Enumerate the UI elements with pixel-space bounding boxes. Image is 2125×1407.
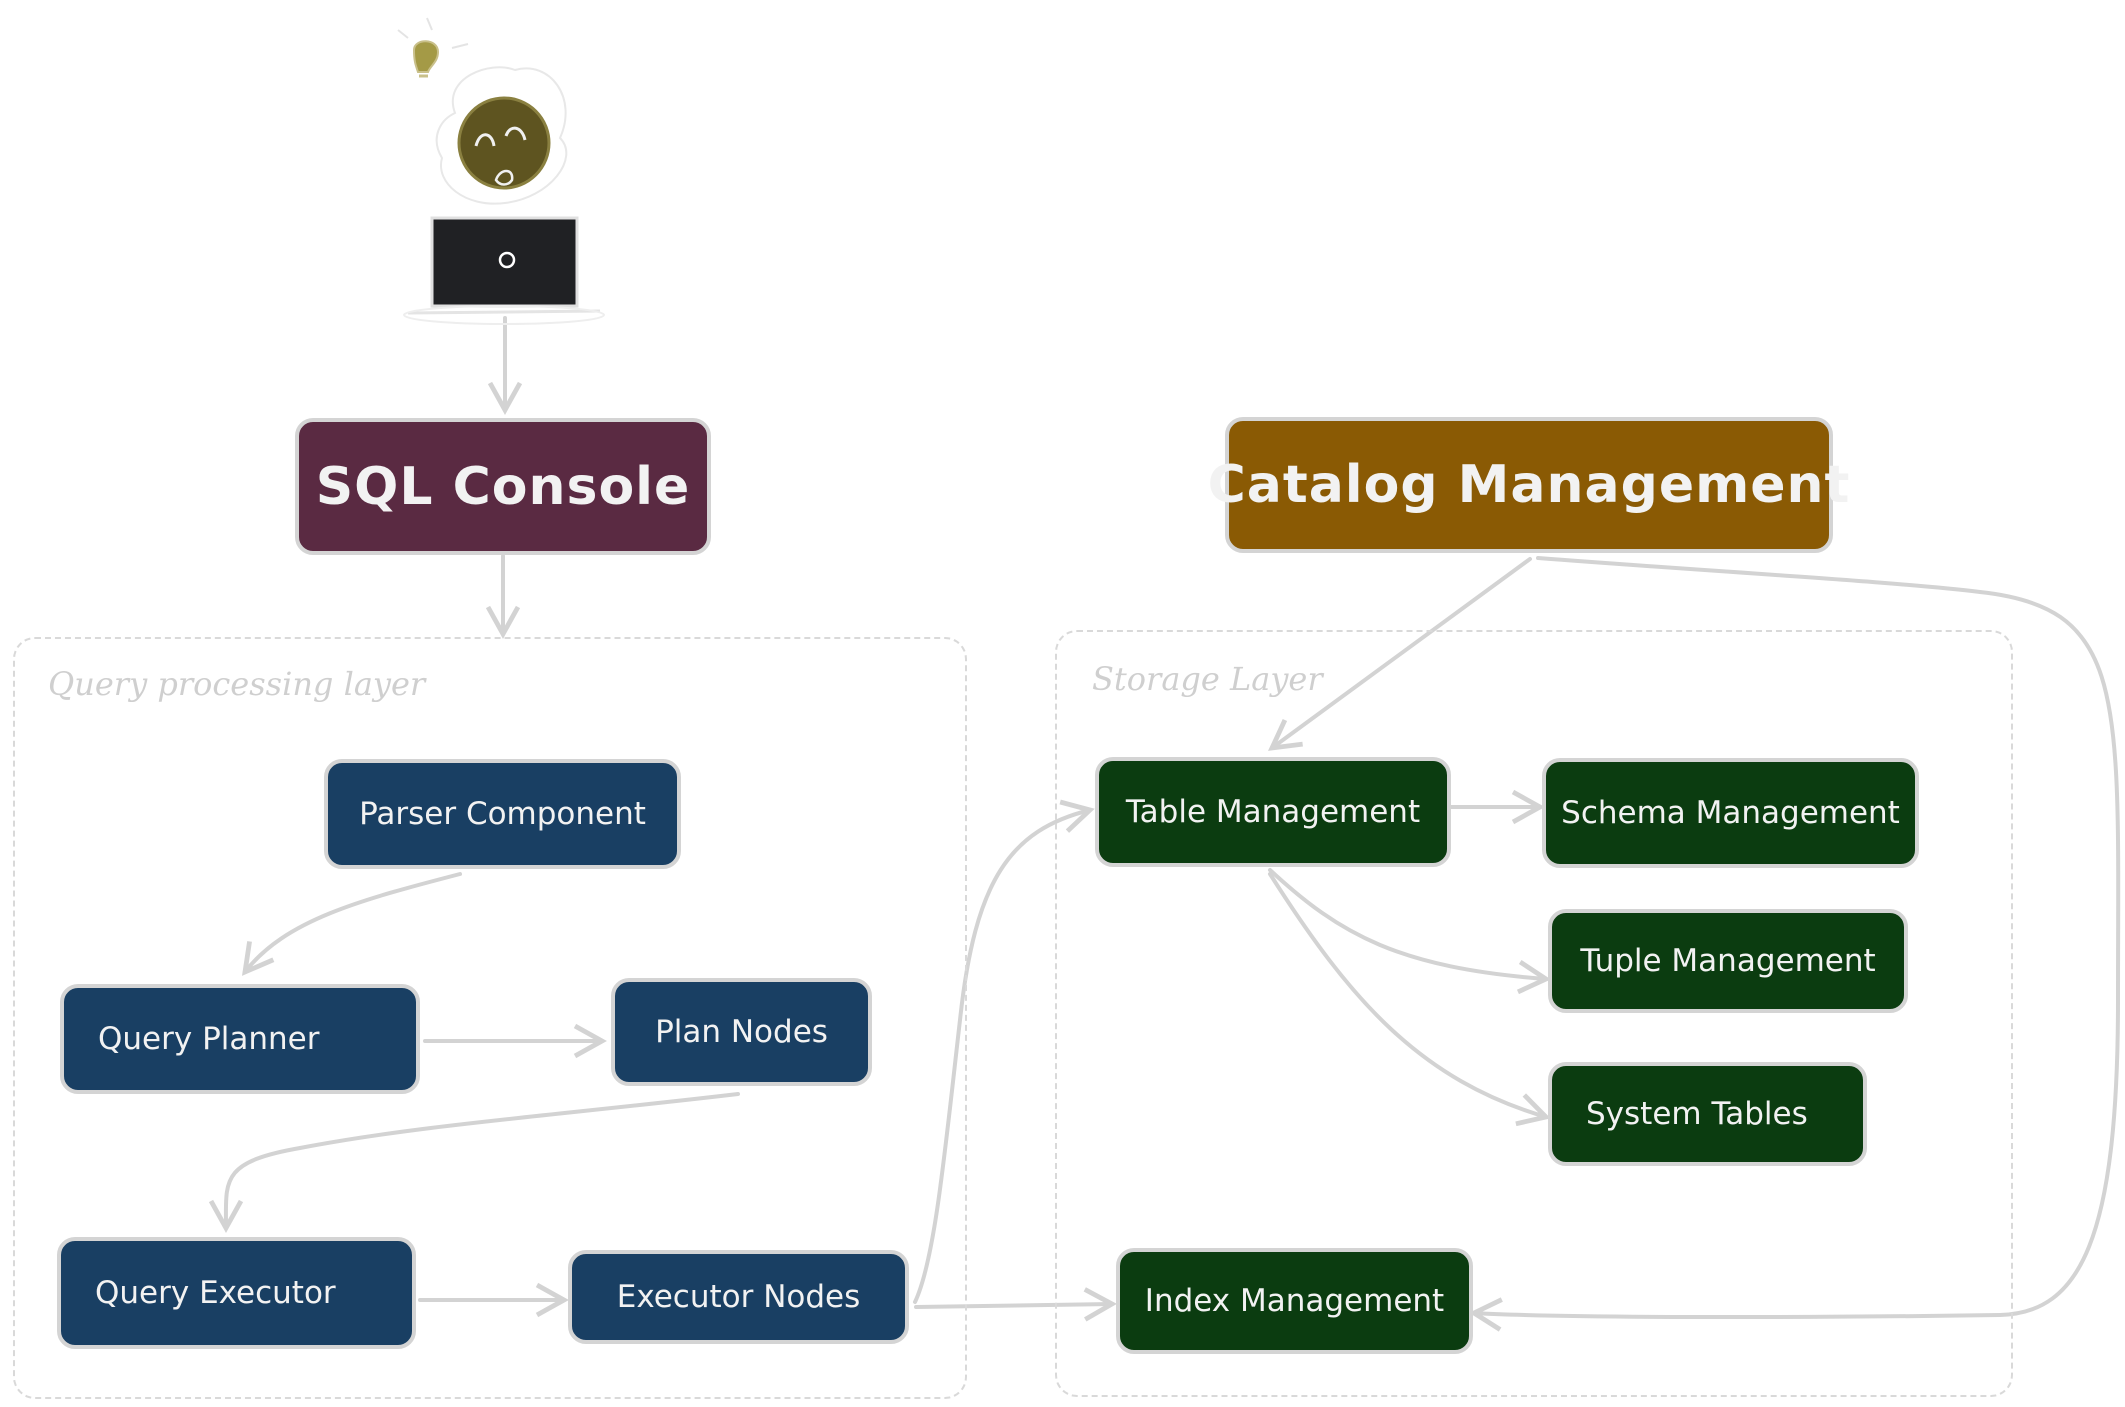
system-tables-label: System Tables (1586, 1096, 1808, 1132)
table-management-node[interactable]: Table Management (1095, 757, 1451, 867)
parser-component-node[interactable]: Parser Component (324, 759, 681, 869)
edge-executor-nodes-to-index-management (914, 1287, 1117, 1322)
schema-management-node[interactable]: Schema Management (1542, 758, 1919, 868)
executor-nodes-node[interactable]: Executor Nodes (568, 1250, 909, 1344)
tuple-management-node[interactable]: Tuple Management (1548, 909, 1908, 1013)
query-processing-layer-label: Query processing layer (48, 665, 426, 703)
query-processing-layer (13, 637, 967, 1399)
sql-console-label: SQL Console (315, 456, 691, 517)
plan-nodes-label: Plan Nodes (655, 1014, 828, 1050)
tuple-management-label: Tuple Management (1580, 943, 1876, 979)
schema-management-label: Schema Management (1561, 795, 1900, 831)
storage-layer (1055, 630, 2013, 1397)
catalog-management-label: Catalog Management (1207, 455, 1851, 515)
edge-catalog-to-index-management (1469, 556, 2121, 1332)
edge-executor-nodes-to-table-management (913, 799, 1095, 1304)
query-planner-label: Query Planner (98, 1021, 320, 1057)
query-executor-label: Query Executor (95, 1275, 336, 1311)
plan-nodes-node[interactable]: Plan Nodes (611, 978, 872, 1086)
person-at-laptop-icon (397, 17, 605, 325)
edge-catalog-to-table-management (1268, 557, 1532, 751)
parser-component-label: Parser Component (359, 796, 646, 832)
catalog-management-node[interactable]: Catalog Management (1208, 417, 1849, 553)
sql-console-node[interactable]: SQL Console (295, 418, 711, 555)
system-tables-node[interactable]: System Tables (1548, 1062, 1867, 1166)
storage-layer-label: Storage Layer (1092, 660, 1323, 698)
edge-parser-to-planner (241, 872, 462, 976)
query-planner-node[interactable]: Query Planner (60, 984, 420, 1094)
executor-nodes-label: Executor Nodes (616, 1279, 861, 1315)
query-executor-node[interactable]: Query Executor (57, 1237, 416, 1349)
edge-table-to-tuple-management (1268, 868, 1551, 995)
lightbulb-icon (397, 17, 469, 78)
index-management-label: Index Management (1144, 1283, 1445, 1319)
edge-plan-nodes-to-executor (208, 1092, 740, 1233)
index-management-node[interactable]: Index Management (1116, 1248, 1473, 1354)
table-management-label: Table Management (1125, 794, 1421, 830)
edge-table-to-system-tables (1268, 872, 1551, 1127)
